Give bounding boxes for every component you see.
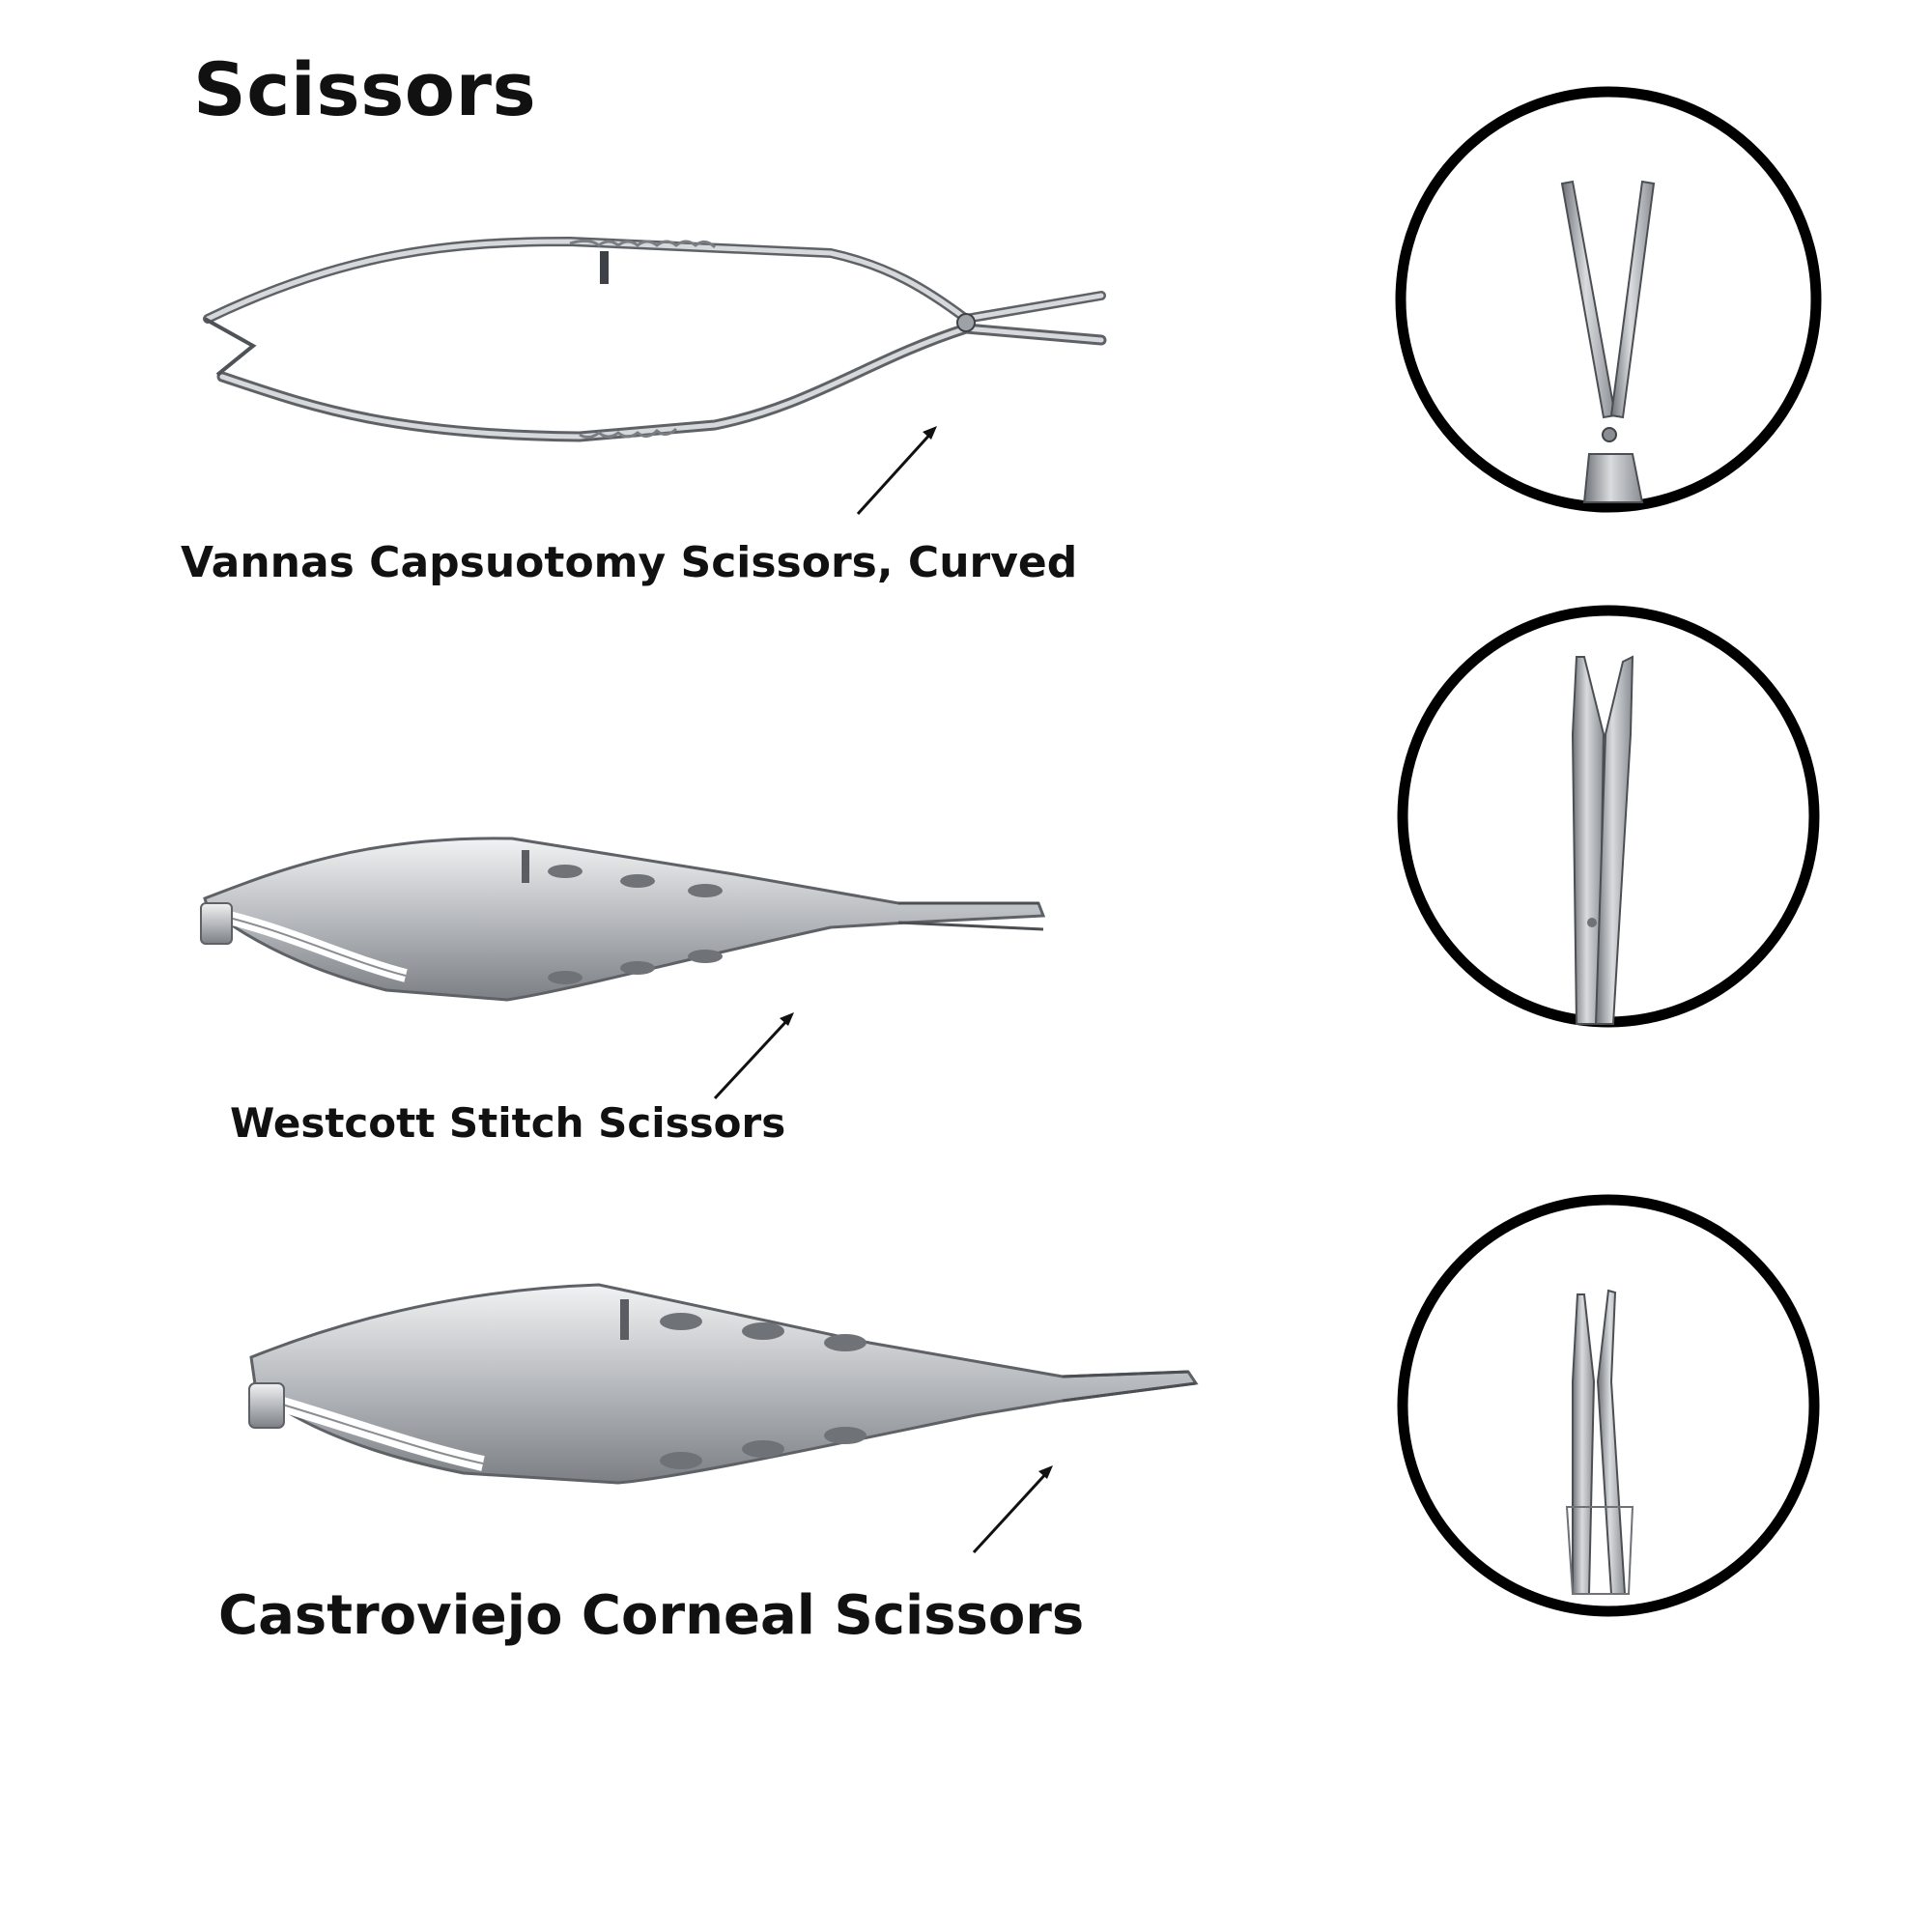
label-castroviejo-scissors: Castroviejo Corneal Scissors (218, 1584, 1085, 1647)
westcott-scissors-image (200, 837, 1046, 1002)
arrow-westcott (713, 1012, 794, 1100)
arrow-castroviejo (972, 1465, 1053, 1554)
detail-circle-castroviejo (1397, 1194, 1820, 1617)
page-title: Scissors (193, 46, 537, 132)
vannas-scissors-image (203, 236, 1107, 442)
label-vannas-scissors: Vannas Capsuotomy Scissors, Curved (181, 538, 1078, 587)
detail-circle-vannas (1395, 86, 1822, 513)
arrow-vannas (856, 426, 937, 516)
label-westcott-scissors: Westcott Stitch Scissors (230, 1099, 786, 1147)
castroviejo-scissors-image (248, 1283, 1199, 1485)
detail-circle-westcott (1397, 605, 1820, 1028)
